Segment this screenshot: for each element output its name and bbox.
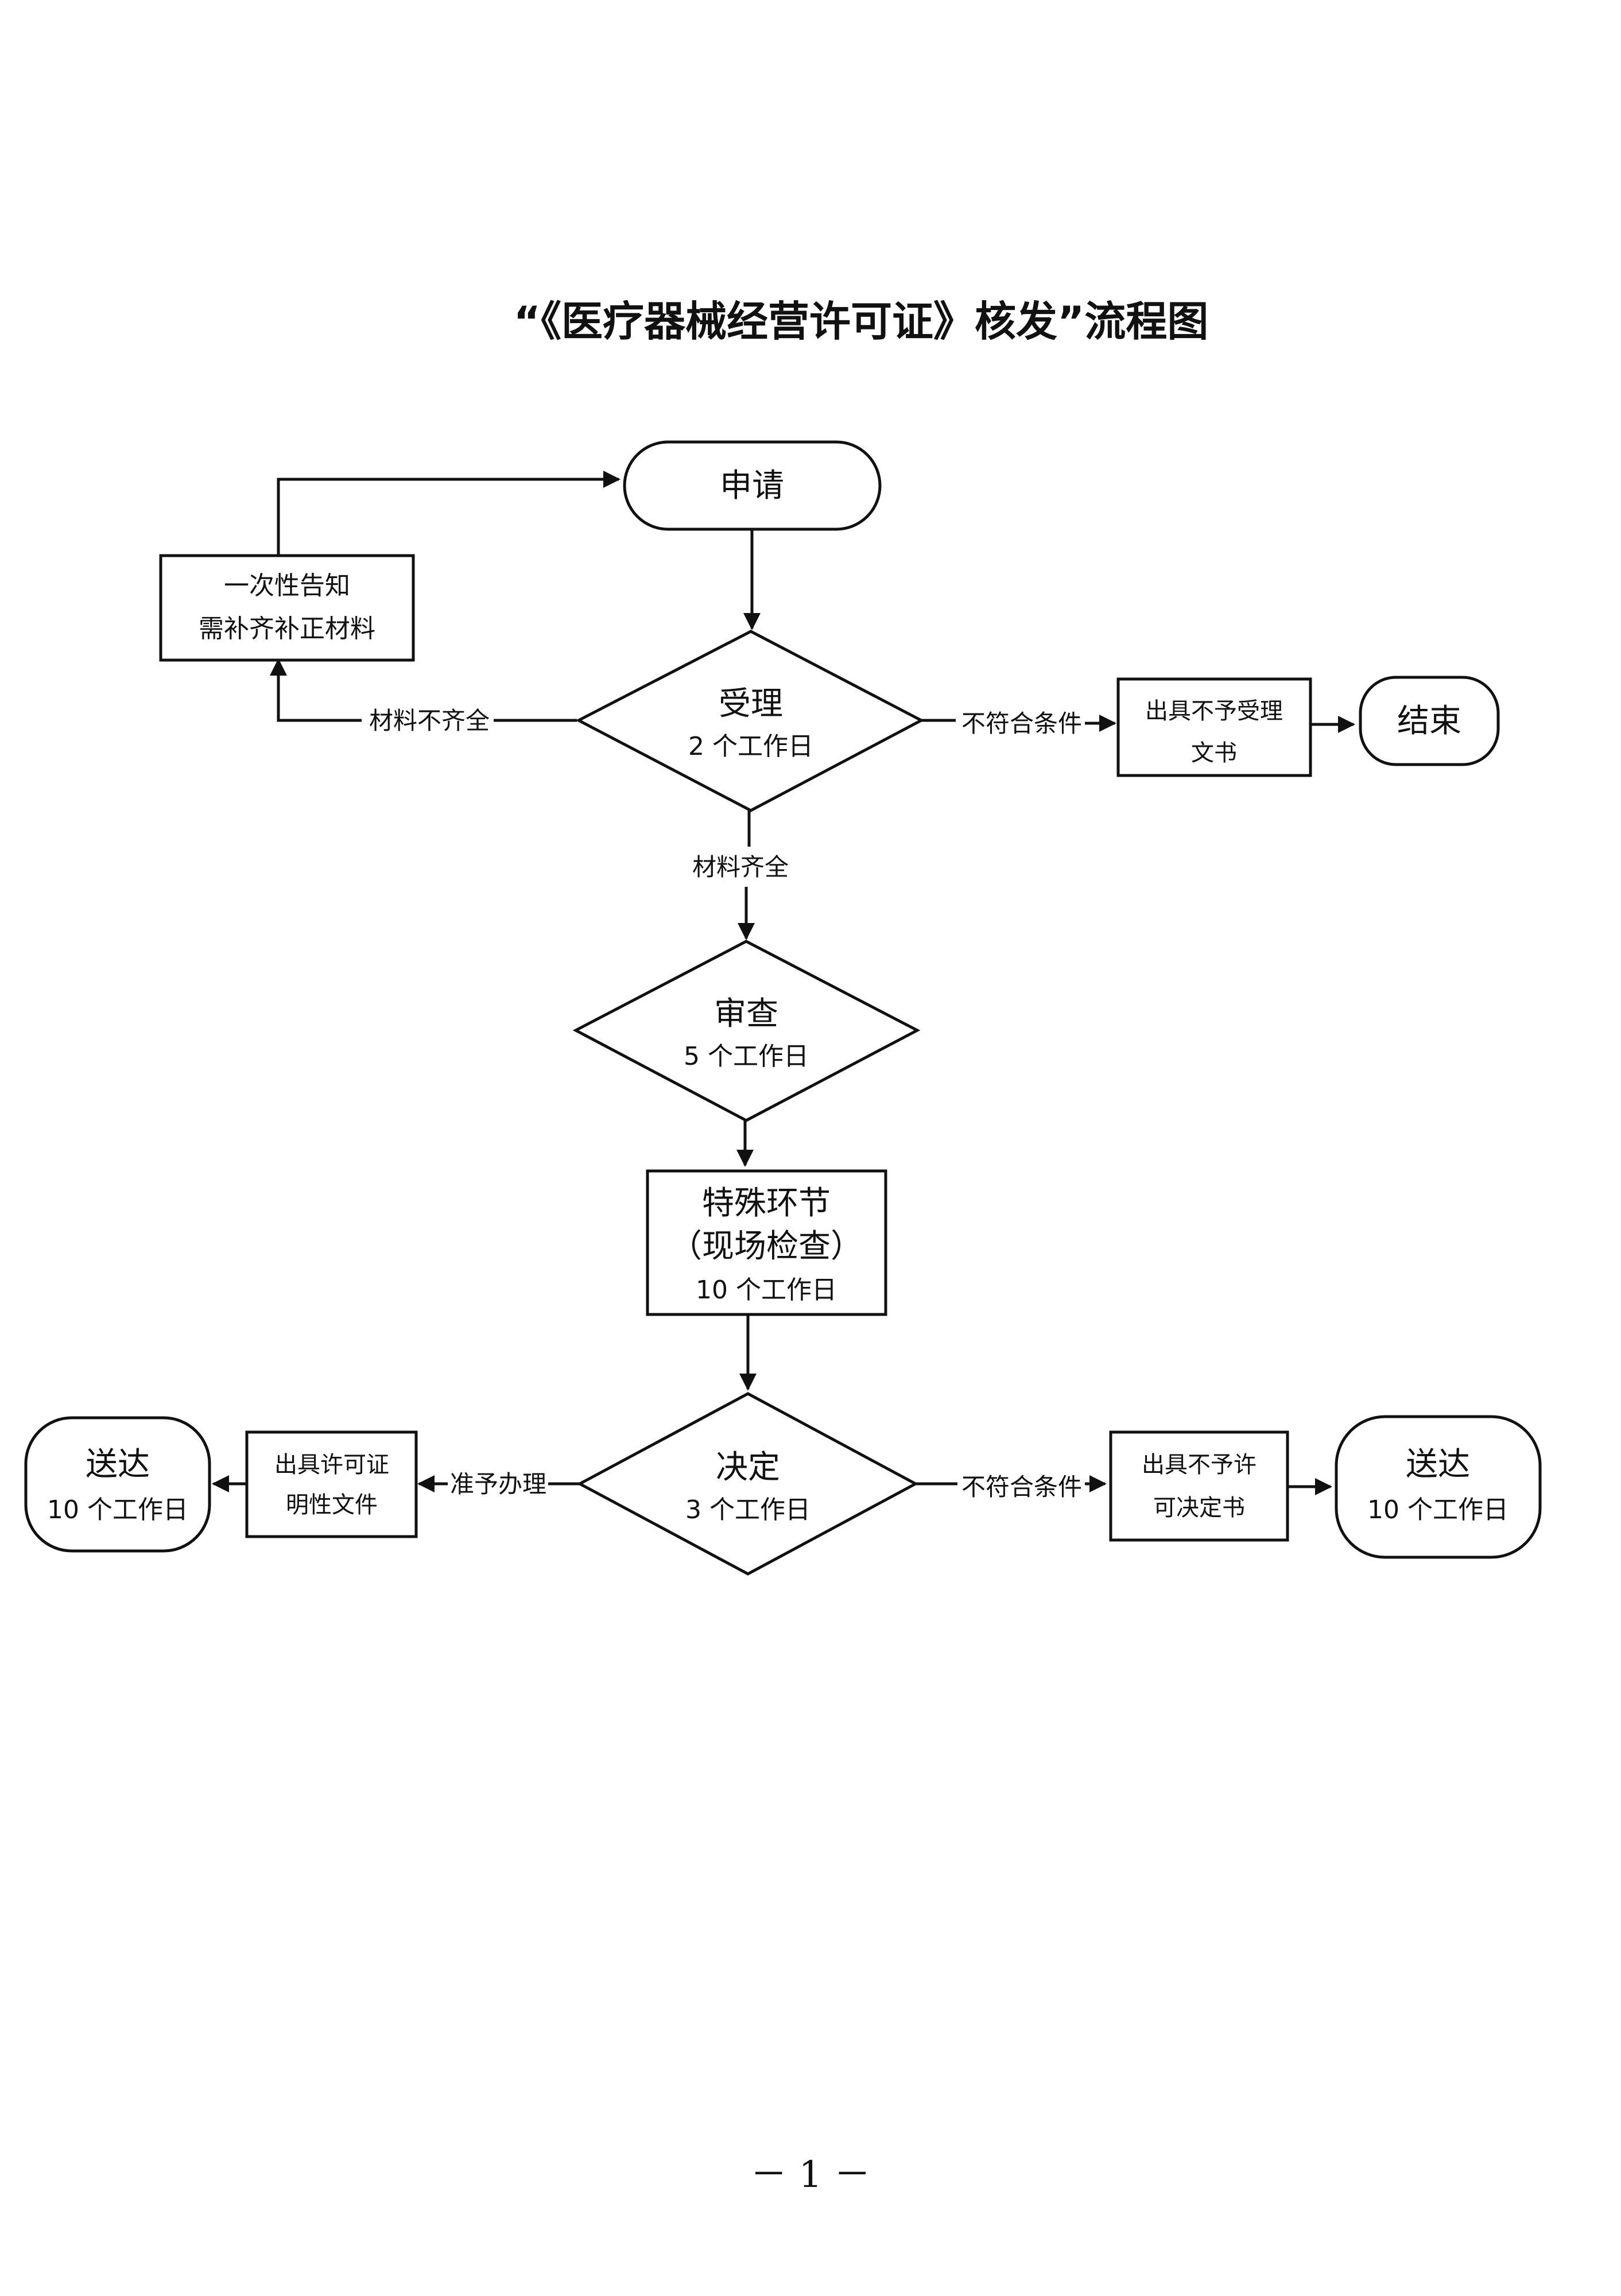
node-review-title: 审查 — [714, 995, 778, 1033]
node-special-line1: 特殊环节 — [702, 1185, 831, 1222]
page-number: － 1 － — [750, 2154, 870, 2196]
node-deliver-right-days: 10 个工作日 — [1367, 1495, 1508, 1525]
node-special: 特殊环节 （现场检查） 10 个工作日 — [646, 1169, 887, 1316]
node-reject-doc: 出具不予受理 文书 — [1116, 677, 1312, 777]
node-review: 审查 5 个工作日 — [572, 940, 921, 1122]
edge-notice-to-apply — [277, 471, 621, 560]
node-end-label: 结束 — [1397, 703, 1461, 740]
node-notice-line1: 一次性告知 — [224, 571, 350, 600]
node-deny-doc-line1: 出具不予许 — [1142, 1452, 1257, 1478]
node-review-days: 5 个工作日 — [684, 1042, 809, 1071]
node-apply: 申请 — [623, 440, 882, 531]
node-deliver-left: 送达 10 个工作日 — [24, 1416, 211, 1553]
node-special-days: 10 个工作日 — [696, 1275, 837, 1305]
node-deliver-right-title: 送达 — [1406, 1446, 1470, 1483]
node-deliver-right: 送达 10 个工作日 — [1335, 1415, 1542, 1559]
node-deliver-left-days: 10 个工作日 — [47, 1495, 188, 1525]
connectors — [212, 471, 1355, 1495]
diagram-title: “《医疗器械经营许可证》核发”流程图 — [514, 297, 1209, 346]
node-accept: 受理 2 个工作日 — [575, 630, 925, 812]
node-permit-doc: 出具许可证 明性文件 — [245, 1430, 418, 1538]
label-complete: 材料齐全 — [692, 853, 789, 881]
node-end: 结束 — [1359, 676, 1500, 766]
node-decision: 决定 3 个工作日 — [576, 1392, 919, 1576]
node-accept-days: 2 个工作日 — [688, 732, 813, 761]
label-approve: 准予办理 — [450, 1470, 546, 1498]
node-deny-doc-line2: 可决定书 — [1153, 1495, 1245, 1521]
node-accept-title: 受理 — [719, 685, 783, 723]
node-decision-title: 决定 — [716, 1449, 780, 1486]
label-not-qualified-decision: 不符合条件 — [961, 1473, 1082, 1501]
node-deliver-left-title: 送达 — [86, 1446, 150, 1483]
node-reject-doc-line1: 出具不予受理 — [1145, 698, 1283, 724]
node-permit-doc-line1: 出具许可证 — [274, 1452, 389, 1478]
label-not-qualified-accept: 不符合条件 — [961, 709, 1082, 738]
node-notice-line2: 需补齐补正材料 — [199, 614, 375, 643]
node-permit-doc-line2: 明性文件 — [286, 1492, 378, 1518]
node-reject-doc-line2: 文书 — [1191, 740, 1237, 766]
node-deny-doc: 出具不予许 可决定书 — [1109, 1430, 1289, 1542]
edge-accept-to-notice-2 — [270, 658, 362, 722]
label-incomplete: 材料不齐全 — [369, 707, 490, 735]
node-decision-days: 3 个工作日 — [685, 1495, 810, 1525]
node-apply-label: 申请 — [720, 467, 784, 505]
node-notice: 一次性告知 需补齐补正材料 — [159, 554, 415, 662]
node-special-line2: （现场检查） — [670, 1228, 863, 1265]
